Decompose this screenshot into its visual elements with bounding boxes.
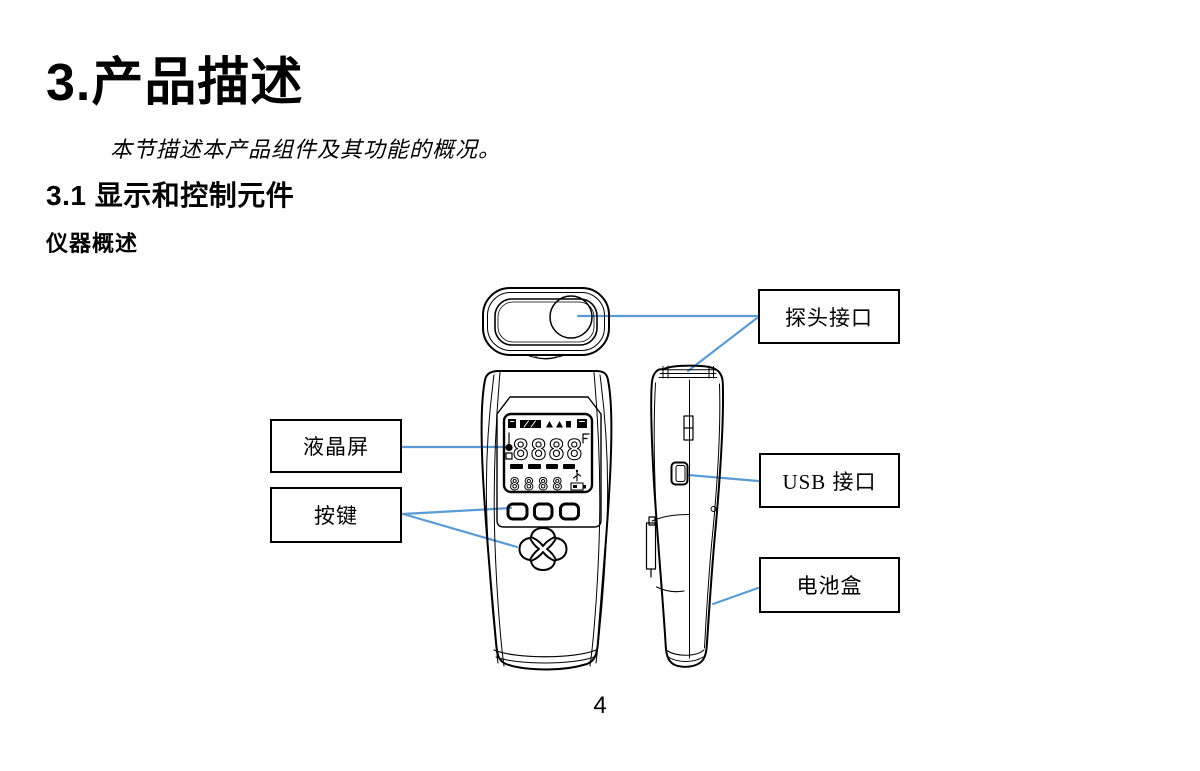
dpad-left-button	[518, 537, 540, 561]
meter-side-view	[645, 364, 724, 668]
callout-keys: 按键	[270, 487, 402, 543]
dpad-down-button	[530, 551, 556, 571]
callout-keys-label: 按键	[314, 504, 358, 528]
callout-probe-port-label: 探头接口	[785, 305, 873, 330]
connector-usb	[686, 473, 760, 483]
subsection-heading: 仪器概述	[46, 231, 139, 256]
lcd-usb-icon	[572, 469, 582, 482]
callout-lcd-label: 液晶屏	[303, 435, 369, 459]
section-heading: 3.1 显示和控制元件	[46, 180, 295, 211]
probe-sensor-circle	[549, 295, 593, 339]
lcd-unit-icon	[582, 433, 590, 444]
dpad	[518, 527, 568, 571]
intro-text: 本节描述本产品组件及其功能的概况。	[110, 137, 502, 162]
lcd-secondary-digits: 8888	[510, 475, 567, 495]
function-button-2	[533, 502, 554, 521]
lcd-battery-icon	[570, 482, 586, 491]
lcd-mode-labels	[510, 464, 575, 469]
front-body-outline	[480, 370, 613, 671]
side-slot	[683, 415, 694, 441]
usb-port	[670, 461, 689, 486]
battery-compartment-line	[655, 586, 685, 593]
connector-lines	[401, 314, 760, 606]
connector-keys-to-buttons	[401, 506, 513, 516]
side-top-cap	[658, 365, 718, 379]
callout-usb: USB 接口	[759, 453, 900, 508]
connector-probe-to-side	[686, 316, 759, 373]
dpad-up-button	[530, 527, 556, 547]
callout-lcd: 液晶屏	[270, 419, 402, 473]
connector-keys-to-dpad	[401, 512, 519, 549]
lcd-status-icons	[508, 419, 587, 428]
function-button-1	[506, 502, 529, 521]
callout-battery: 电池盒	[759, 557, 900, 613]
lcd-left-icons	[505, 432, 513, 460]
page-title: 3.产品描述	[46, 54, 304, 112]
callout-battery-label: 电池盒	[796, 574, 863, 598]
side-clip	[645, 516, 657, 578]
callout-usb-label: USB 接口	[782, 469, 877, 494]
side-body-outline	[650, 364, 724, 668]
page-number: 4	[593, 692, 607, 719]
probe-head-top-view	[482, 287, 610, 360]
lcd-main-digits: 8888	[512, 433, 583, 466]
callout-probe-port: 探头接口	[758, 289, 900, 344]
connector-battery	[711, 586, 760, 606]
dpad-right-button	[546, 537, 568, 561]
function-button-3	[559, 502, 580, 521]
meter-front-view: 8888 8888	[480, 370, 613, 671]
lcd-screen: 8888 8888	[502, 412, 594, 496]
front-panel	[496, 396, 602, 528]
button-row	[506, 502, 580, 521]
